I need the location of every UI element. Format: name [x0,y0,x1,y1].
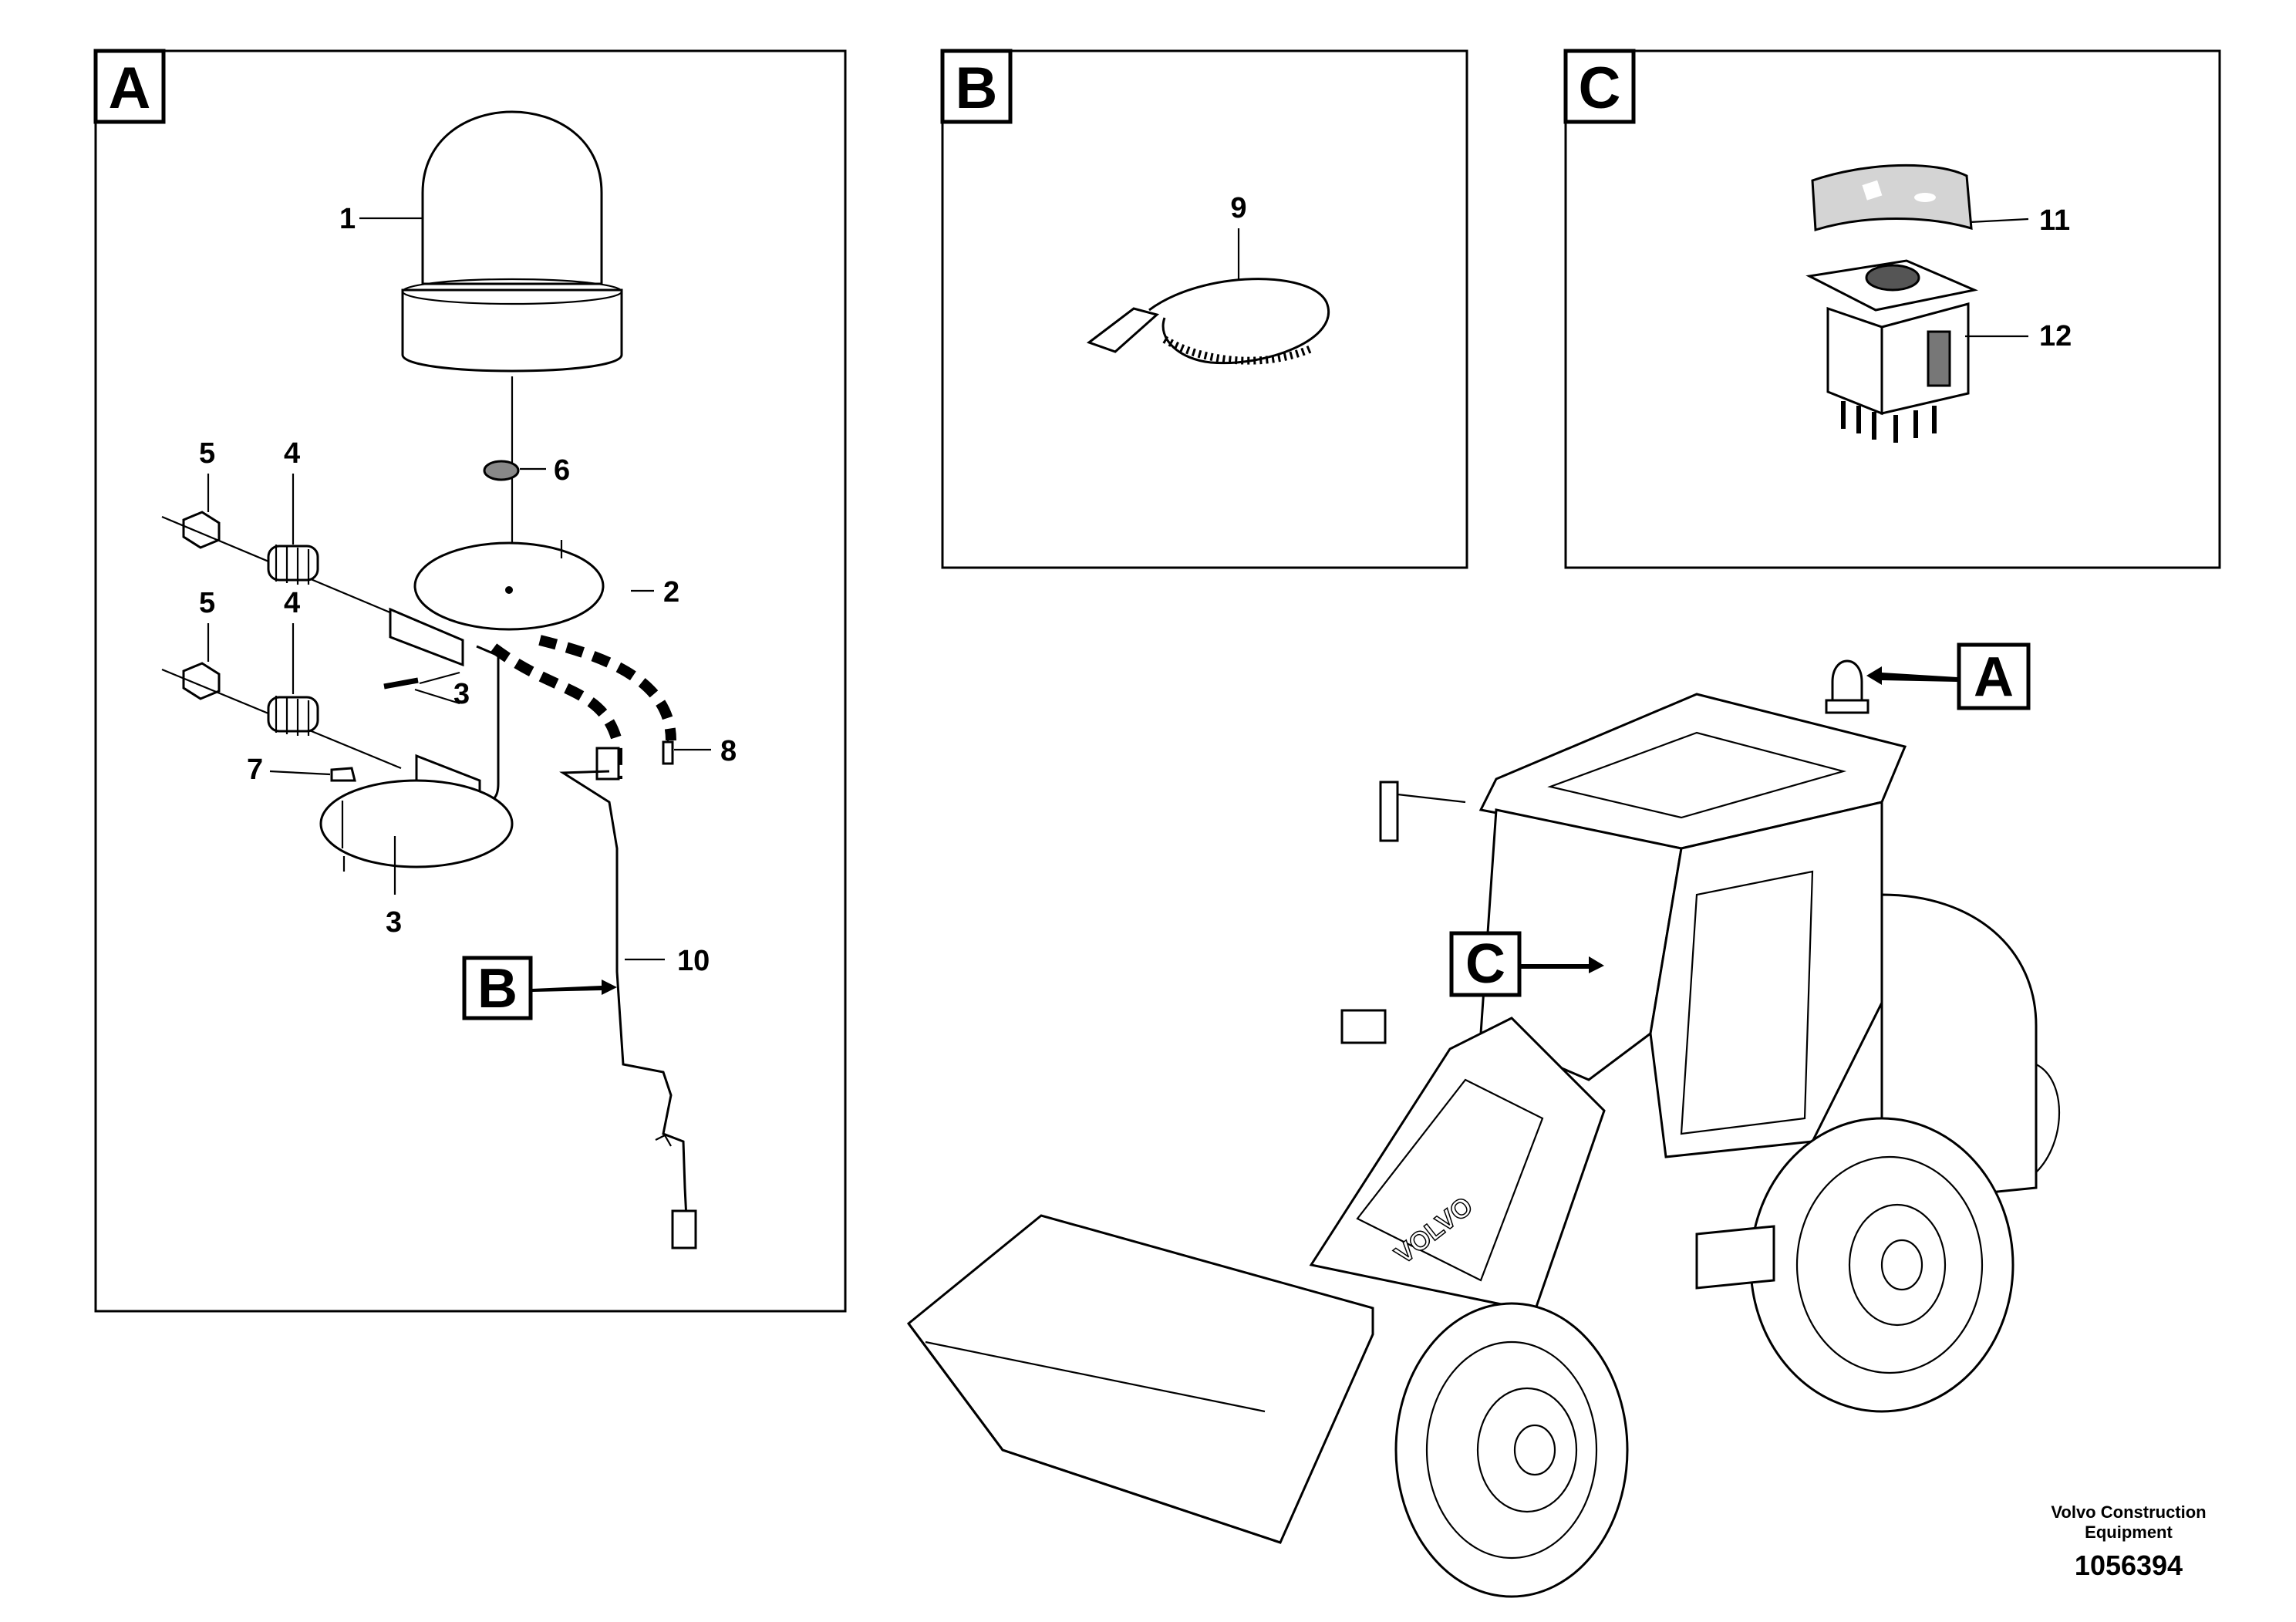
cable-tie [1086,278,1330,365]
spring-upper [267,545,319,585]
company-name-line2: Equipment [2085,1523,2173,1542]
callout-c-box [1449,931,1522,997]
part-label-4-upper: 4 [284,437,300,470]
callout-a-letter: A [1974,646,2014,708]
part-label-8: 8 [720,735,737,767]
screw [330,767,356,782]
company-name-line1: Volvo Construction [2051,1502,2206,1522]
front-wheel [1394,1302,1629,1598]
part-label-3-lower: 3 [386,906,402,939]
part-label-5-upper: 5 [199,437,215,470]
panel-c: C ◼ 11 12 [1563,49,2221,569]
part-label-2: 2 [663,576,679,609]
part-label-10: 10 [677,945,710,977]
wire-harness [559,770,688,1219]
panel-b: B 9 [940,49,1468,569]
part-label-3-upper: 3 [453,678,470,710]
rocker-switch [1805,259,1978,443]
panel-c-letter: C [1579,56,1621,121]
roof-beacon [1831,659,1863,705]
part-label-6: 6 [554,454,570,487]
screw-8 [662,740,674,765]
callout-c-letter: C [1465,933,1505,995]
callout-b-letter: B [477,958,518,1020]
callout-a-box [1957,642,2031,710]
panel-b-letter: B [956,56,998,121]
part-label-7: 7 [247,754,263,786]
part-label-5-lower: 5 [199,587,215,619]
spring-lower [267,696,319,736]
part-label-4-lower: 4 [284,587,300,619]
rear-wheel [1749,1117,2014,1413]
panel-a: A [93,49,847,1313]
bucket [906,1214,1374,1544]
bracket-upper [389,607,464,667]
panel-c-badge [1563,49,1636,124]
drawing-number: 1056394 [2075,1549,2183,1581]
callout-b-box [462,956,533,1020]
lower-plate [319,779,514,868]
wheel-loader-illustration: VOLVO [906,659,2061,1598]
part-label-11: 11 [2039,204,2070,237]
beacon-lamp [401,110,623,373]
panel-a-badge [93,49,166,124]
washer [483,460,520,481]
part-label-1: 1 [339,203,356,235]
nut-upper [182,511,221,549]
panel-a-letter: A [109,56,151,121]
cab-door [1649,801,1883,1158]
rocker-symbol-label: ◼ [1811,164,1973,231]
panel-b-badge [940,49,1013,124]
part-label-12: 12 [2039,320,2072,352]
part-label-9: 9 [1230,192,1246,224]
